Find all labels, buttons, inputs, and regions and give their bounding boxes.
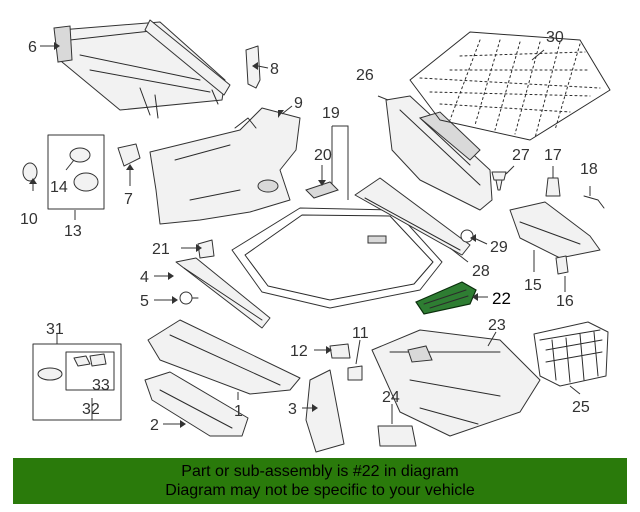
part-12-grommet [329,343,351,359]
callout-32: 32 [82,401,100,418]
part-13-box [47,134,105,210]
part-2-floor-board [144,371,249,437]
part-21-clip [197,239,215,259]
part-30-cargo-net [409,31,611,141]
part-17-fastener [545,177,561,197]
part-28-rail [354,177,471,256]
info-banner: Part or sub-assembly is #22 in diagram D… [13,458,627,504]
callout-6: 6 [28,39,37,56]
callout-7: 7 [124,191,133,208]
part-22-highlighted[interactable] [415,281,477,315]
callout-23: 23 [488,317,506,334]
callout-13: 13 [64,223,82,240]
part-6-cargo-cover [53,19,231,119]
callout-22[interactable]: 22 [492,289,511,308]
callout-16: 16 [556,293,574,310]
part-25-crate [533,321,609,387]
callout-10: 10 [20,211,38,228]
callout-8: 8 [270,61,279,78]
part-3-bracket [305,369,345,453]
callout-3: 3 [288,401,297,418]
part-15-bracket [509,201,601,259]
callout-9: 9 [294,95,303,112]
part-11-plug [347,365,363,381]
callout-18: 18 [580,161,598,178]
callout-33: 33 [92,377,110,394]
parts-diagram: 6 8 9 19 20 26 30 27 17 18 14 10 13 7 21… [20,19,611,453]
callout-19: 19 [322,105,340,122]
callout-1: 1 [234,403,243,420]
part-23-storage-tray [371,329,541,437]
callout-21: 21 [152,241,170,258]
callout-25: 25 [572,399,590,416]
callout-5: 5 [140,293,149,310]
part-14-fastener [69,147,99,192]
part-33-bulb [73,353,107,367]
part-7-bracket [117,143,141,167]
callout-26: 26 [356,67,374,84]
callout-14: 14 [50,179,68,196]
part-4-sill [175,257,271,329]
callout-30: 30 [546,29,564,46]
part-5-pin [179,291,199,305]
callout-20: 20 [314,147,332,164]
callout-4: 4 [140,269,149,286]
callout-11: 11 [352,325,369,342]
part-8-bracket [245,45,261,89]
cargo-floor-mat [231,207,443,309]
part-31-lamp [37,367,63,381]
part-16-clip [555,255,569,275]
part-10-cap [22,162,38,182]
part-29-grommet [460,229,474,243]
callout-24: 24 [382,389,400,406]
callout-31: 31 [46,321,64,338]
callout-28: 28 [472,263,490,280]
part-24-box [377,425,417,447]
callout-2: 2 [150,417,159,434]
part-27-clip [491,171,507,191]
callout-27: 27 [512,147,530,164]
callout-17: 17 [544,147,562,164]
banner-line-2: Diagram may not be specific to your vehi… [165,482,475,499]
part-26-rear-panel [385,95,493,211]
banner-line-1: Part or sub-assembly is #22 in diagram [181,463,459,480]
callout-15: 15 [524,277,542,294]
part-1-floor-trim [147,319,301,395]
part-9-side-trim [149,107,301,225]
callout-12: 12 [290,343,308,360]
callout-29: 29 [490,239,508,256]
part-18-hook [583,195,605,209]
